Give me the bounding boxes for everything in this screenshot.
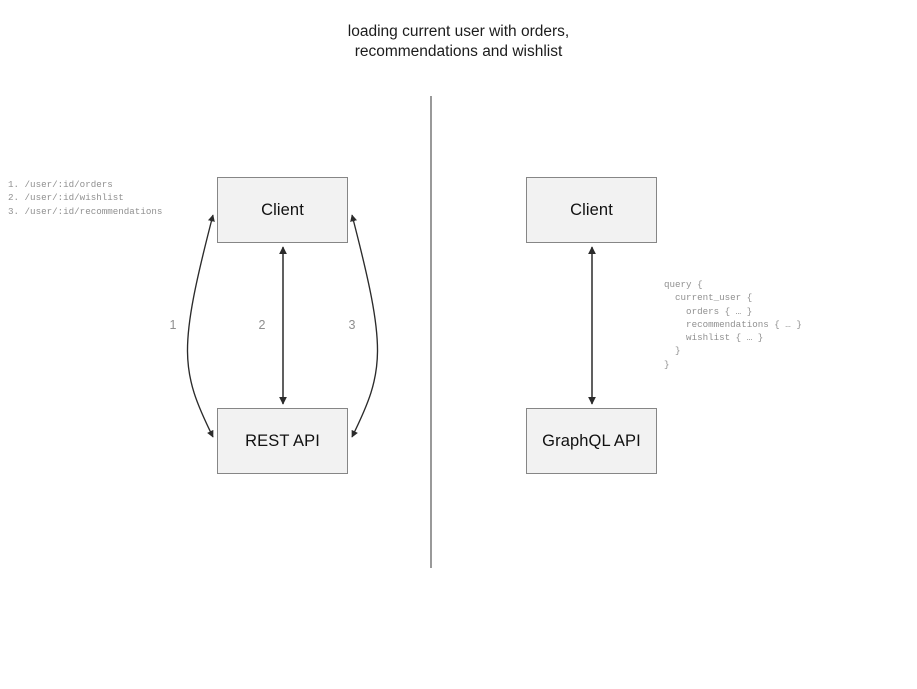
edge-3-curve (350, 214, 379, 438)
node-client-graphql-label: Client (570, 200, 613, 219)
rest-endpoints-list: 1. /user/:id/orders 2. /user/:id/wishlis… (8, 179, 163, 217)
node-graphql-api-label: GraphQL API (542, 431, 641, 450)
graphql-query-snippet: query { current_user { orders { … } reco… (664, 279, 802, 370)
node-client-rest[interactable]: Client (217, 177, 348, 243)
diagram-title: loading current user with orders, recomm… (347, 23, 570, 60)
edge-1-label: 1 (169, 318, 177, 332)
node-rest-api[interactable]: REST API (217, 408, 348, 474)
edge-1-curve (186, 214, 215, 438)
edge-3-label: 3 (348, 318, 356, 332)
node-client-graphql[interactable]: Client (526, 177, 657, 243)
edge-2-label: 2 (258, 318, 266, 332)
node-graphql-api[interactable]: GraphQL API (526, 408, 657, 474)
node-client-rest-label: Client (261, 200, 304, 219)
node-rest-api-label: REST API (245, 431, 320, 450)
